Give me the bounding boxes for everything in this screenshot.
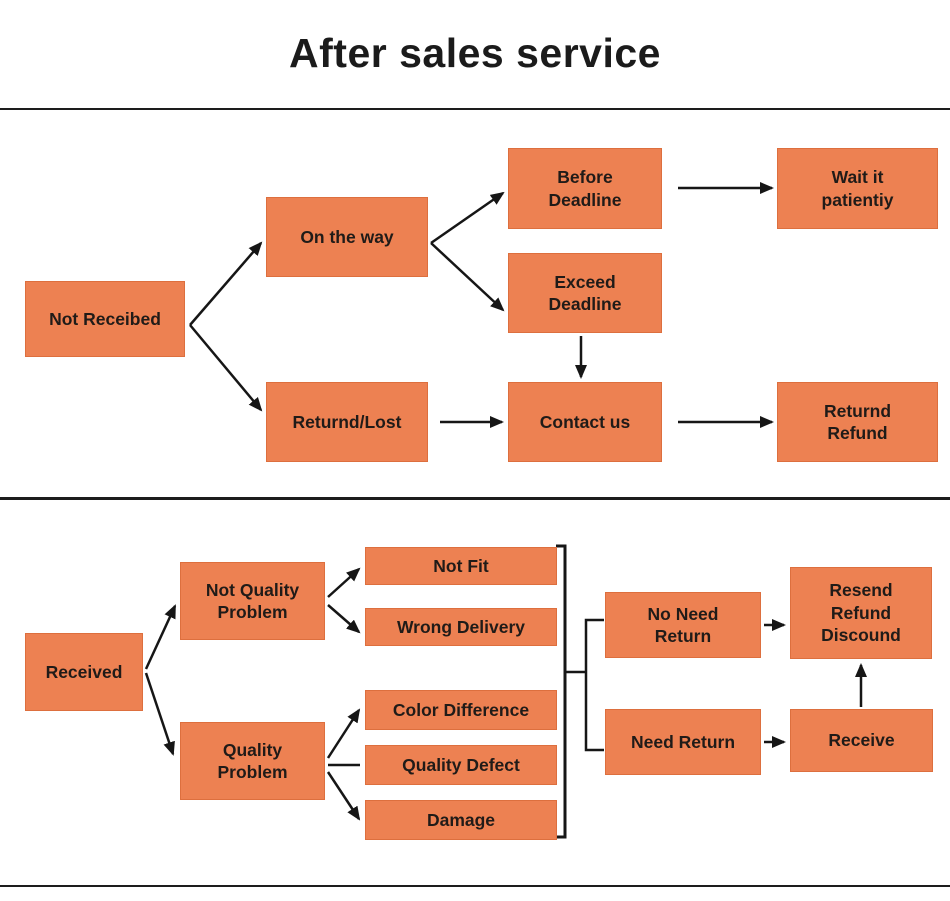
node-on-the-way: On the way — [266, 197, 428, 277]
node-color-difference: Color Difference — [365, 690, 557, 730]
node-returnd-refund: Returnd Refund — [777, 382, 938, 462]
node-returnd-lost: Returnd/Lost — [266, 382, 428, 462]
node-need-return: Need Return — [605, 709, 761, 775]
node-damage: Damage — [365, 800, 557, 840]
node-receive: Receive — [790, 709, 933, 772]
node-not-fit: Not Fit — [365, 547, 557, 585]
node-contact-us: Contact us — [508, 382, 662, 462]
node-not-received: Not Receibed — [25, 281, 185, 357]
title-divider — [0, 108, 950, 110]
node-quality-problem: Quality Problem — [180, 722, 325, 800]
section-divider — [0, 497, 950, 500]
bottom-divider — [0, 885, 950, 887]
node-resend-refund-discound: Resend Refund Discound — [790, 567, 932, 659]
node-received: Received — [25, 633, 143, 711]
node-not-quality-problem: Not Quality Problem — [180, 562, 325, 640]
node-before-deadline: Before Deadline — [508, 148, 662, 229]
node-wrong-delivery: Wrong Delivery — [365, 608, 557, 646]
node-quality-defect: Quality Defect — [365, 745, 557, 785]
node-wait-it-patiently: Wait it patientiy — [777, 148, 938, 229]
node-no-need-return: No Need Return — [605, 592, 761, 658]
node-exceed-deadline: Exceed Deadline — [508, 253, 662, 333]
page-title: After sales service — [289, 30, 661, 76]
